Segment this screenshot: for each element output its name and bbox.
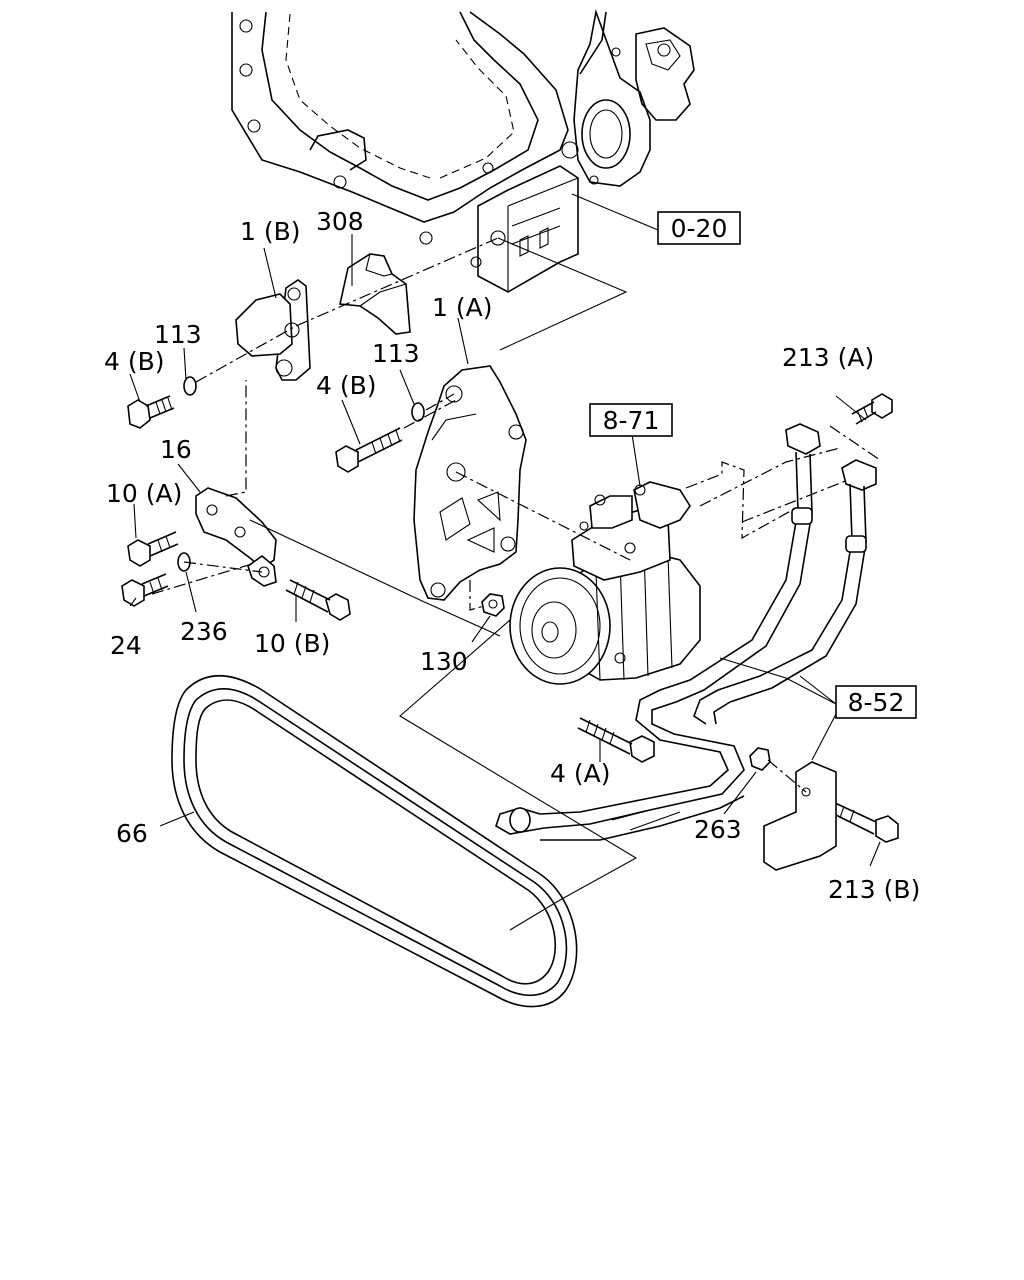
washer-113-mid <box>411 402 425 422</box>
bracket-308 <box>339 253 411 335</box>
reference-box-8-71: 8-71 <box>589 403 673 437</box>
callout-4b-left: 4 (B) <box>104 347 165 376</box>
callout-4a: 4 (A) <box>550 759 610 788</box>
callout-24: 24 <box>110 631 142 660</box>
callout-308: 308 <box>316 207 364 236</box>
bracket-1a <box>413 365 527 601</box>
bracket-16 <box>195 487 277 587</box>
nut-130 <box>481 593 505 617</box>
reference-box-0-20: 0-20 <box>657 211 741 245</box>
reference-box-8-52: 8-52 <box>835 685 917 719</box>
hardware <box>121 376 899 843</box>
callout-113-mid: 113 <box>372 339 420 368</box>
nut-263 <box>749 747 771 771</box>
bracket-1b <box>235 279 311 381</box>
callout-263: 263 <box>694 815 742 844</box>
callout-1a: 1 (A) <box>432 293 492 322</box>
bolt-4a <box>577 717 655 763</box>
washer-113-left <box>183 376 197 396</box>
callout-10a: 10 (A) <box>106 479 182 508</box>
alignment-lines <box>151 237 881 793</box>
bolt-10b <box>285 579 351 621</box>
callout-213b: 213 (B) <box>828 875 920 904</box>
engine-block <box>231 8 695 293</box>
ac-compressor <box>509 481 701 685</box>
reference-label-0-20: 0-20 <box>671 214 728 243</box>
callout-labels: 1 (B) 308 113 4 (B) 1 (A) 113 4 (B) 16 1… <box>104 207 920 904</box>
guide-lines <box>249 237 638 931</box>
callout-66: 66 <box>116 819 148 848</box>
callout-113-left: 113 <box>154 320 202 349</box>
callout-16: 16 <box>160 435 192 464</box>
callout-130: 130 <box>420 647 468 676</box>
bolt-213b <box>817 795 899 843</box>
callout-10b: 10 (B) <box>254 629 330 658</box>
ac-hoses <box>495 423 877 871</box>
drive-belt-66 <box>171 674 578 1008</box>
bolt-213a <box>851 393 893 425</box>
callout-213a: 213 (A) <box>782 343 874 372</box>
bolt-4b-left <box>127 395 175 429</box>
leader-lines <box>129 193 881 867</box>
reference-label-8-71: 8-71 <box>603 406 660 435</box>
reference-label-8-52: 8-52 <box>848 688 905 717</box>
bolt-10a <box>127 531 179 567</box>
callout-1b: 1 (B) <box>240 217 301 246</box>
bolt-4b-mid <box>335 427 403 473</box>
callout-4b-mid: 4 (B) <box>316 371 377 400</box>
bolt-24 <box>121 573 169 607</box>
callout-236: 236 <box>180 617 228 646</box>
